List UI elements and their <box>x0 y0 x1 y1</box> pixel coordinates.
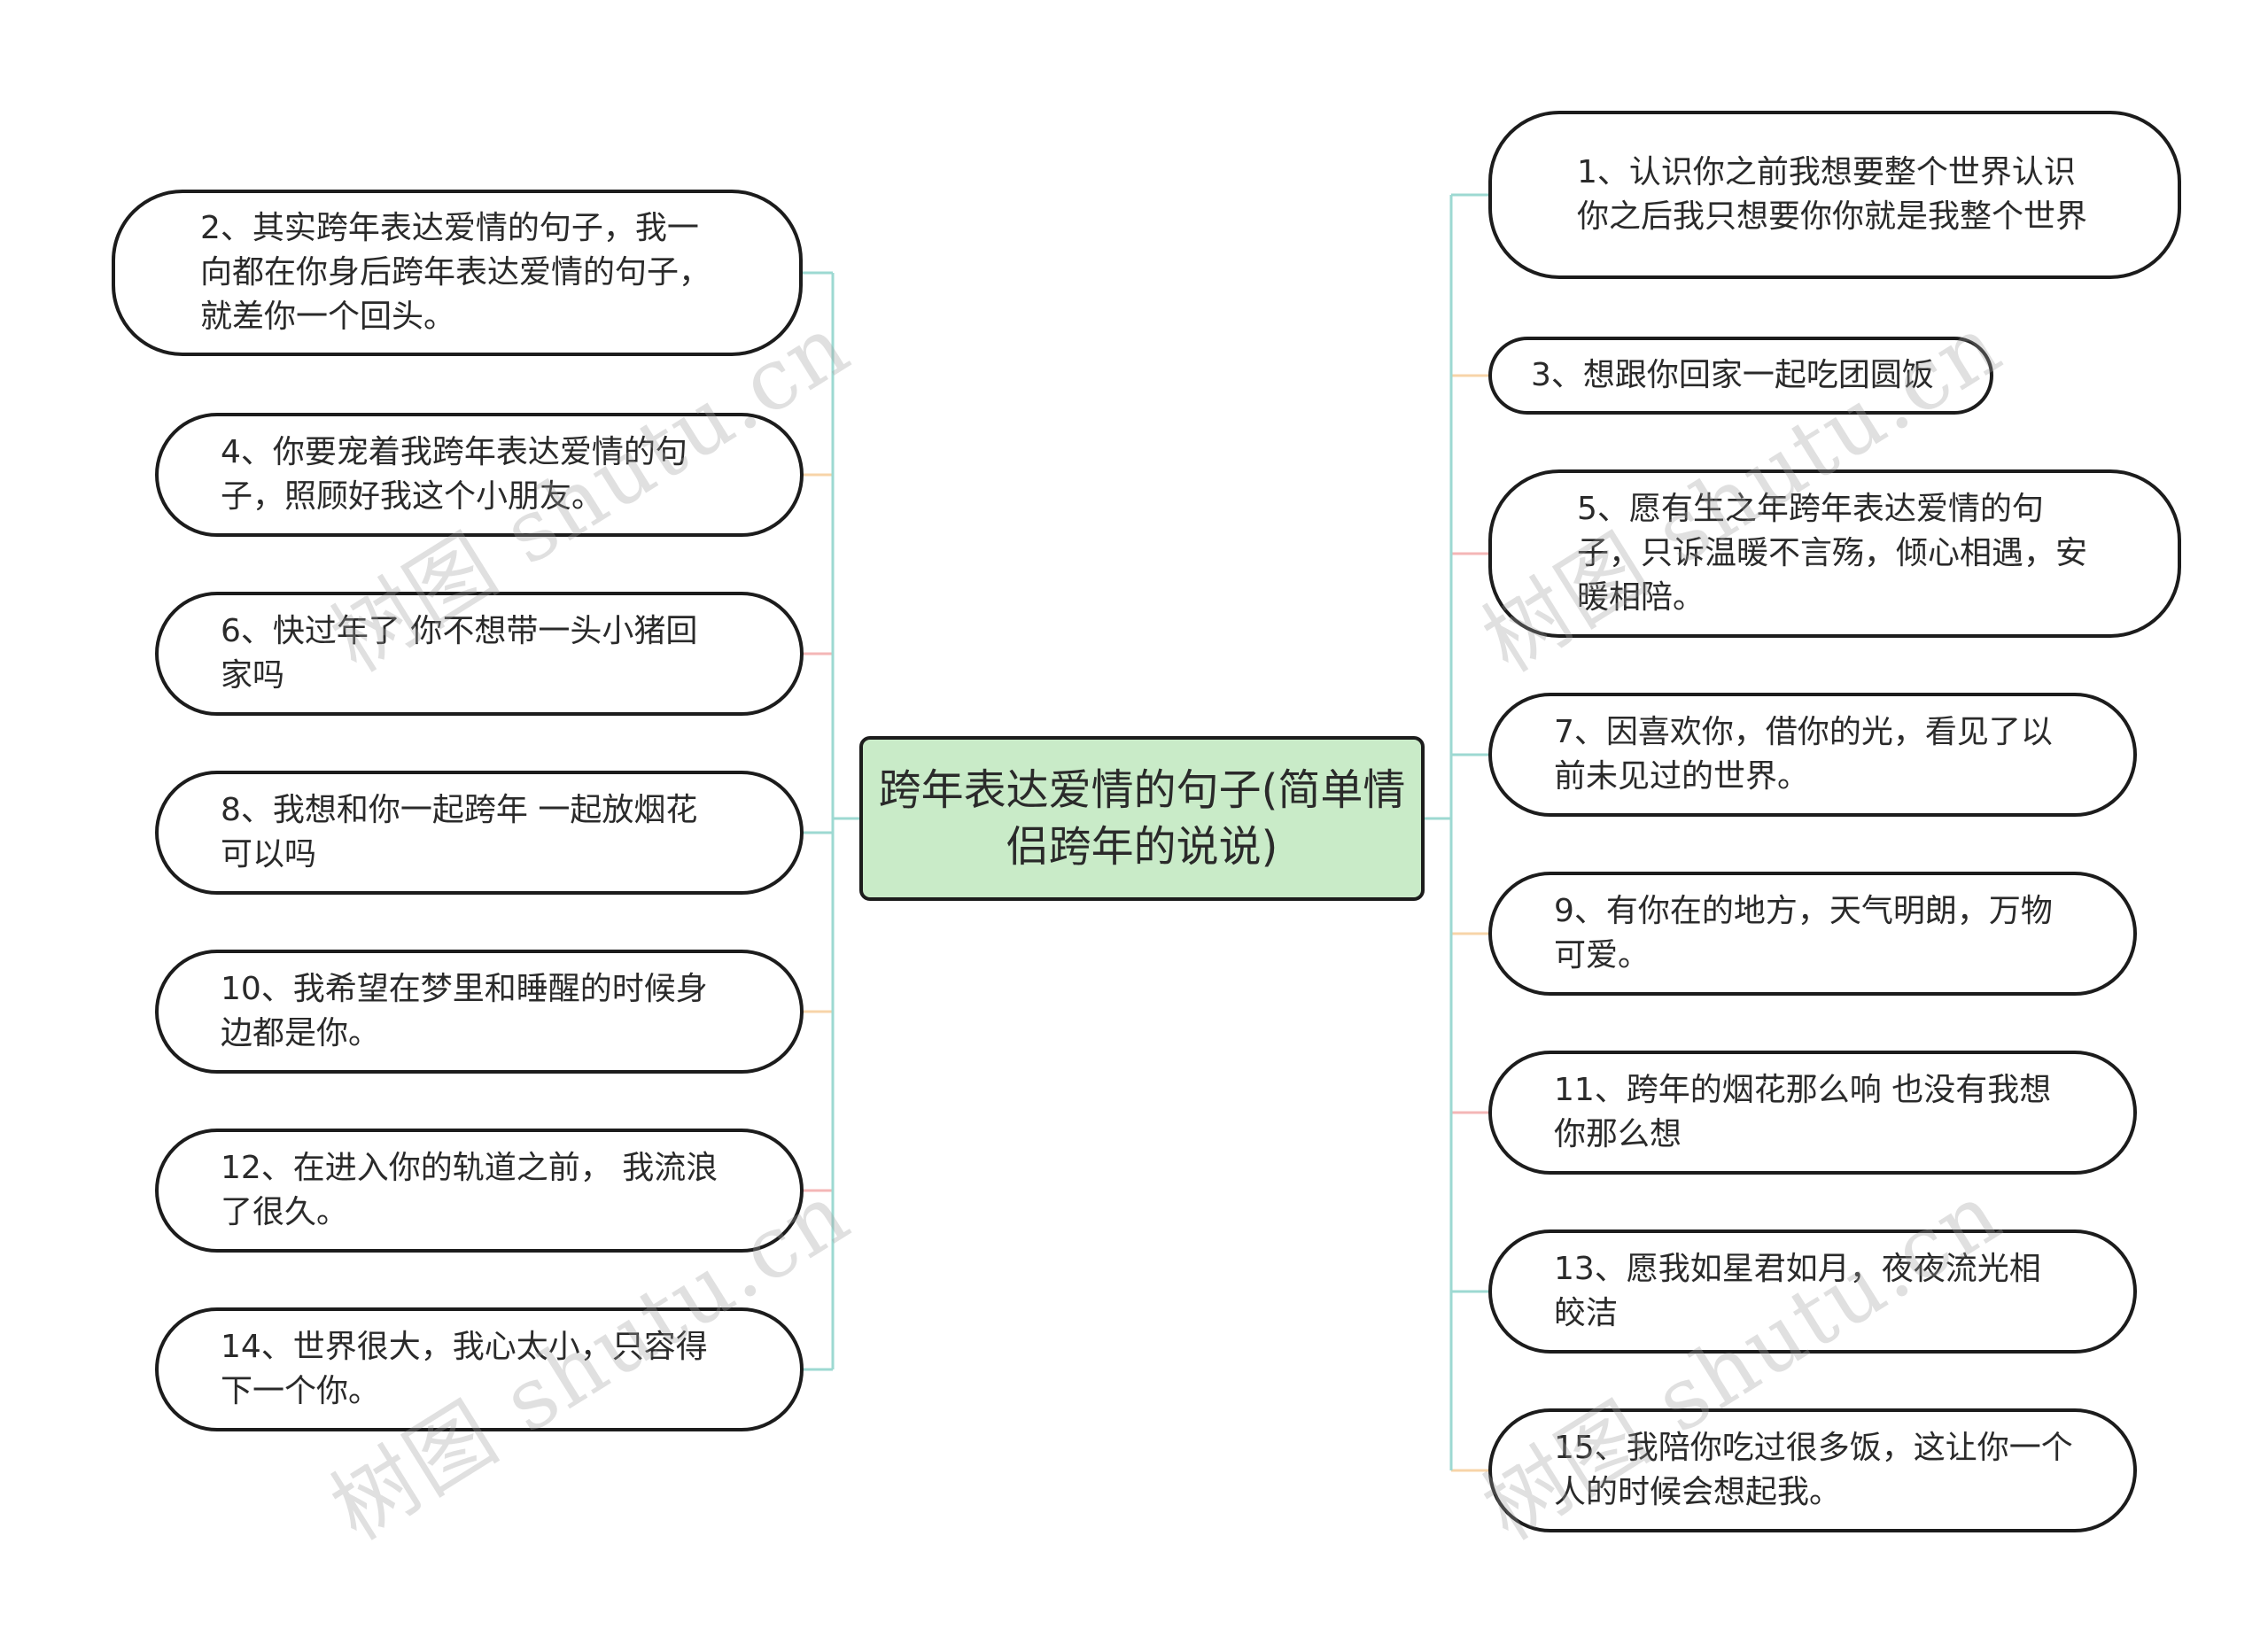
topic-node-8[interactable]: 8、我想和你一起跨年 一起放烟花可以吗 <box>155 771 804 895</box>
topic-node-8-text: 8、我想和你一起跨年 一起放烟花可以吗 <box>221 792 698 873</box>
topic-node-10-text: 10、我希望在梦里和睡醒的时候身边都是你。 <box>221 971 708 1051</box>
topic-node-3-text: 3、想跟你回家一起吃团圆饭 <box>1531 357 1934 393</box>
topic-node-6-text: 6、快过年了 你不想带一头小猪回家吗 <box>221 613 698 694</box>
topic-node-2-text: 2、其实跨年表达爱情的句子，我一向都在你身后跨年表达爱情的句子，就差你一个回头。 <box>200 210 711 335</box>
topic-node-6[interactable]: 6、快过年了 你不想带一头小猪回家吗 <box>155 592 804 716</box>
topic-node-2[interactable]: 2、其实跨年表达爱情的句子，我一向都在你身后跨年表达爱情的句子，就差你一个回头。 <box>112 190 803 356</box>
central-topic[interactable]: 跨年表达爱情的句子(简单情侣跨年的说说) <box>859 736 1425 901</box>
topic-node-13-text: 13、愿我如星君如月，夜夜流光相皎洁 <box>1554 1251 2041 1331</box>
topic-node-1-text: 1、认识你之前我想要整个世界认识你之后我只想要你你就是我整个世界 <box>1577 154 2088 235</box>
topic-node-9[interactable]: 9、有你在的地方，天气明朗，万物可爱。 <box>1488 872 2137 996</box>
topic-node-1[interactable]: 1、认识你之前我想要整个世界认识你之后我只想要你你就是我整个世界 <box>1488 111 2181 279</box>
central-topic-label: 跨年表达爱情的句子(简单情侣跨年的说说) <box>878 765 1406 872</box>
topic-node-11-text: 11、跨年的烟花那么响 也没有我想你那么想 <box>1554 1072 2052 1152</box>
topic-node-11[interactable]: 11、跨年的烟花那么响 也没有我想你那么想 <box>1488 1051 2137 1175</box>
topic-node-15-text: 15、我陪你吃过很多饭，这让你一个人的时候会想起我。 <box>1554 1430 2073 1510</box>
topic-node-14[interactable]: 14、世界很大，我心太小，只容得下一个你。 <box>155 1307 804 1431</box>
topic-node-5[interactable]: 5、愿有生之年跨年表达爱情的句子，只诉温暖不言殇，倾心相遇，安暖相陪。 <box>1488 469 2181 638</box>
topic-node-4-text: 4、你要宠着我跨年表达爱情的句子，照顾好我这个小朋友。 <box>221 434 687 515</box>
topic-node-14-text: 14、世界很大，我心太小，只容得下一个你。 <box>221 1329 708 1409</box>
topic-node-7[interactable]: 7、因喜欢你，借你的光，看见了以前未见过的世界。 <box>1488 693 2137 817</box>
topic-node-9-text: 9、有你在的地方，天气明朗，万物可爱。 <box>1554 893 2053 974</box>
topic-node-4[interactable]: 4、你要宠着我跨年表达爱情的句子，照顾好我这个小朋友。 <box>155 413 804 537</box>
topic-node-12[interactable]: 12、在进入你的轨道之前， 我流浪了很久。 <box>155 1129 804 1253</box>
topic-node-13[interactable]: 13、愿我如星君如月，夜夜流光相皎洁 <box>1488 1230 2137 1354</box>
topic-node-10[interactable]: 10、我希望在梦里和睡醒的时候身边都是你。 <box>155 950 804 1074</box>
topic-node-15[interactable]: 15、我陪你吃过很多饭，这让你一个人的时候会想起我。 <box>1488 1408 2137 1532</box>
topic-node-7-text: 7、因喜欢你，借你的光，看见了以前未见过的世界。 <box>1554 714 2053 795</box>
topic-node-5-text: 5、愿有生之年跨年表达爱情的句子，只诉温暖不言殇，倾心相遇，安暖相陪。 <box>1577 491 2088 616</box>
topic-node-3[interactable]: 3、想跟你回家一起吃团圆饭 <box>1488 337 1993 415</box>
topic-node-12-text: 12、在进入你的轨道之前， 我流浪了很久。 <box>221 1150 718 1230</box>
